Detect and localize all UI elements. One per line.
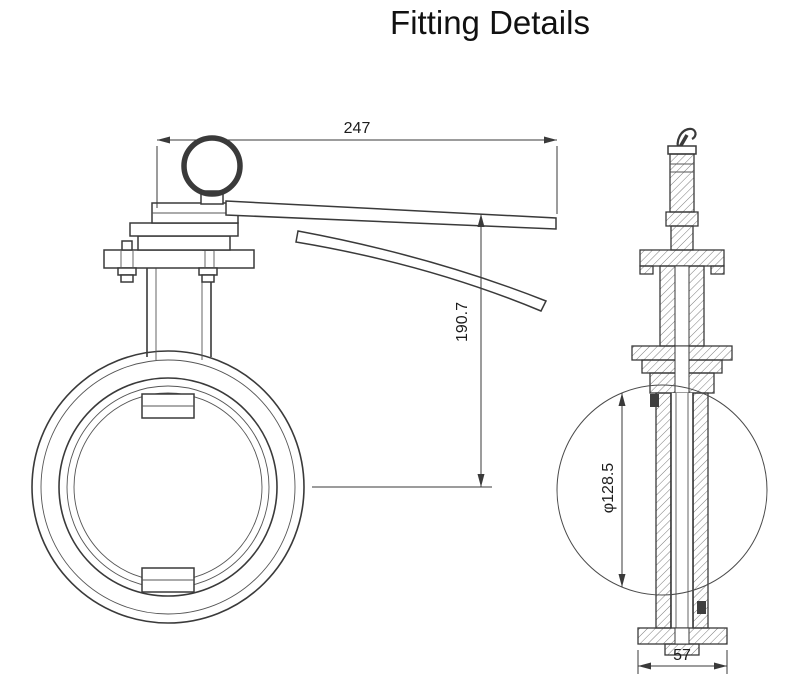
valve-seat (73, 392, 263, 582)
dimension-height: 190.7 (312, 214, 492, 488)
front-view (31, 135, 557, 624)
valve-body-ring-2 (40, 359, 296, 615)
dimension-handle-length: 247 (156, 120, 558, 214)
handle-hook-curl (676, 127, 697, 151)
disc-projection-circle (556, 384, 768, 596)
mount-plate-upper (129, 222, 239, 237)
handle-grip (669, 153, 695, 213)
flange-bolt-left (117, 240, 137, 283)
body-section-left-wall (655, 392, 672, 629)
handle-grip-cap (667, 145, 697, 155)
valve-neck (146, 268, 212, 360)
dim-disc-diameter-label: φ128.5 (600, 463, 617, 514)
dimension-disc-diameter: φ128.5 (600, 393, 626, 587)
side-top-flange (639, 249, 725, 267)
side-view (556, 127, 768, 656)
mounting-flange (631, 345, 733, 394)
dim-height-label: 190.7 (454, 302, 471, 342)
handle-trigger (295, 230, 548, 312)
stem-upper (670, 225, 694, 251)
valve-bore-outer (58, 377, 278, 597)
dim-handle-length-label: 247 (344, 120, 371, 137)
body-section-right-wall (692, 392, 709, 629)
dimension-width: 57 (637, 647, 728, 674)
top-flange (103, 249, 255, 269)
handle-ring (181, 135, 243, 197)
mount-plate-lower (137, 235, 231, 251)
valve-body-outer (31, 350, 305, 624)
page-title: Fitting Details (390, 4, 590, 41)
handle-lever (225, 200, 557, 230)
seal-bottom (697, 601, 706, 614)
stem-nut (665, 211, 699, 227)
seal-top (650, 394, 659, 407)
dim-width-label: 57 (673, 647, 691, 664)
